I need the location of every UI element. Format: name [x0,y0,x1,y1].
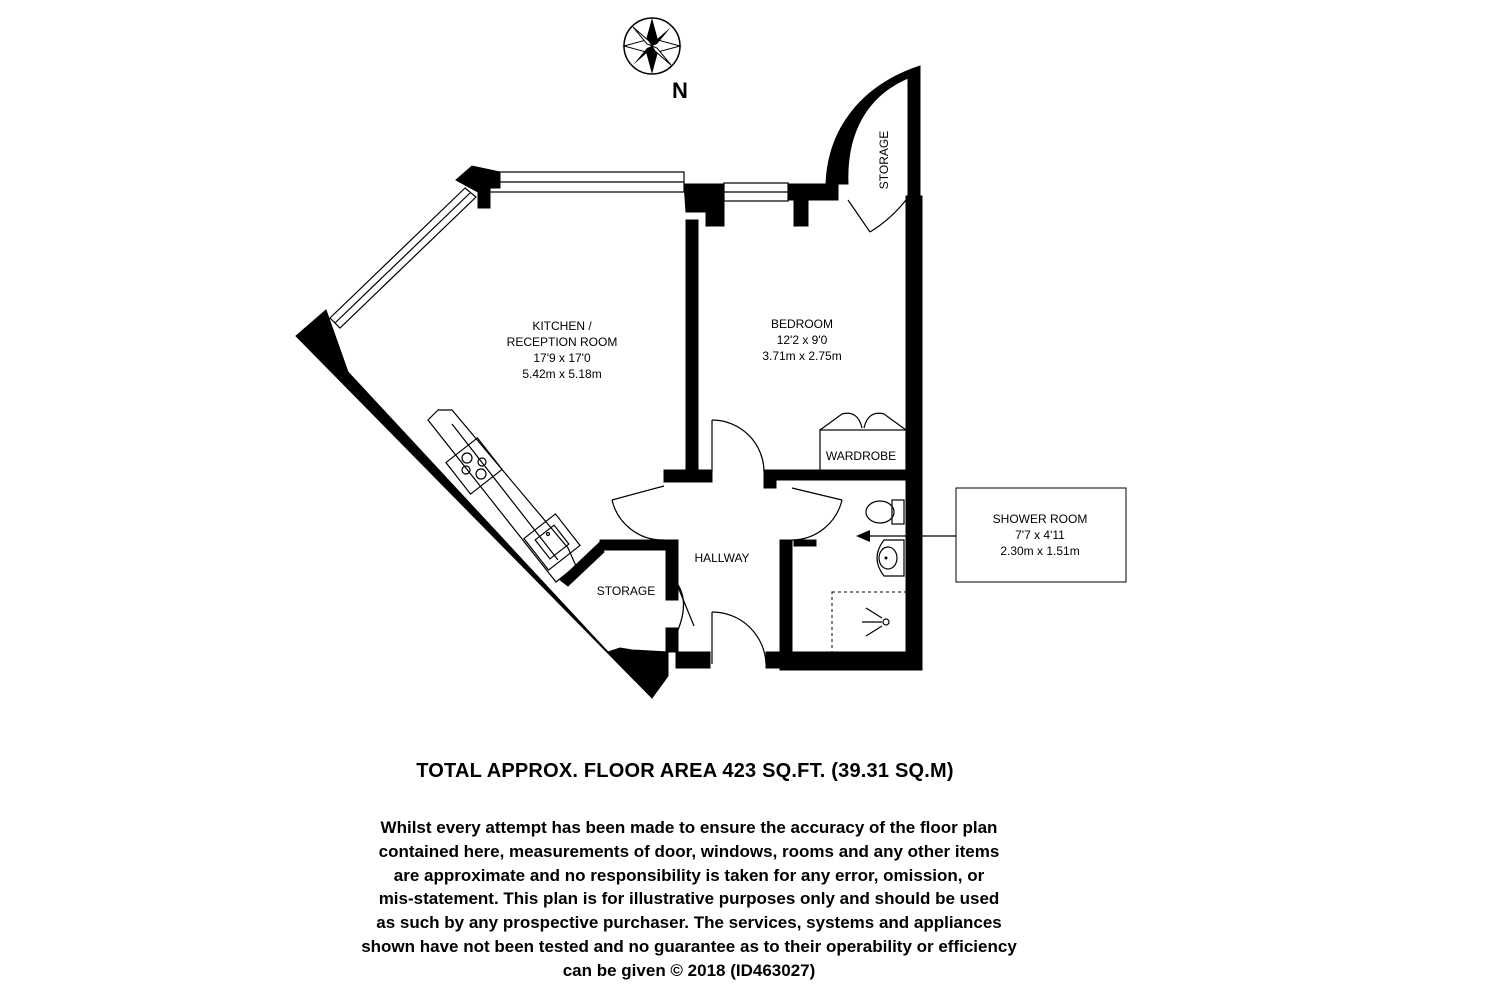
hob-icon [445,437,503,495]
bedroom-imperial: 12'2 x 9'0 [777,333,828,347]
bedroom-metric: 3.71m x 2.75m [762,349,841,363]
hallway-label: HALLWAY [694,551,749,565]
wardrobe [819,412,907,473]
interior-walls [559,219,913,661]
toilet-icon [865,499,905,525]
total-floor-area: TOTAL APPROX. FLOOR AREA 423 SQ.FT. (39.… [416,760,954,782]
disclaimer-line: shown have not been tested and no guaran… [361,936,1017,956]
compass-icon [622,17,682,75]
wardrobe-label: WARDROBE [826,449,896,463]
disclaimer-line: mis-statement. This plan is for illustra… [378,889,1000,909]
kitchen-label-2: RECEPTION ROOM [507,335,618,349]
disclaimer: Whilst every attempt has been made to en… [0,816,1378,983]
callout-arrow-icon [856,530,870,542]
bedroom-label: BEDROOM [771,317,833,331]
storage-top-label: STORAGE [877,131,891,189]
disclaimer-line: contained here, measurements of door, wi… [378,841,1000,861]
doors [611,199,907,665]
shower-room-label: SHOWER ROOM [993,512,1088,526]
north-label: N [672,78,688,103]
basin-icon [876,539,905,577]
exterior-walls [295,65,923,699]
kitchen-sink-icon [523,513,581,571]
kitchen-imperial: 17'9 x 17'0 [533,351,591,365]
shower-tray-icon [831,591,907,655]
disclaimer-line: as such by any prospective purchaser. Th… [376,913,1002,933]
shower-room-metric: 2.30m x 1.51m [1000,544,1079,558]
storage-bottom-label: STORAGE [597,584,655,598]
disclaimer-line: Whilst every attempt has been made to en… [380,818,998,837]
shower-room-callout-box [955,487,1127,583]
disclaimer-line: are approximate and no responsibility is… [393,865,985,885]
disclaimer-line: can be given © 2018 (ID463027) [562,960,816,980]
kitchen-counter [427,409,577,583]
kitchen-label-1: KITCHEN / [532,319,592,333]
shower-room-imperial: 7'7 x 4'11 [1015,528,1065,542]
kitchen-metric: 5.42m x 5.18m [522,367,601,381]
